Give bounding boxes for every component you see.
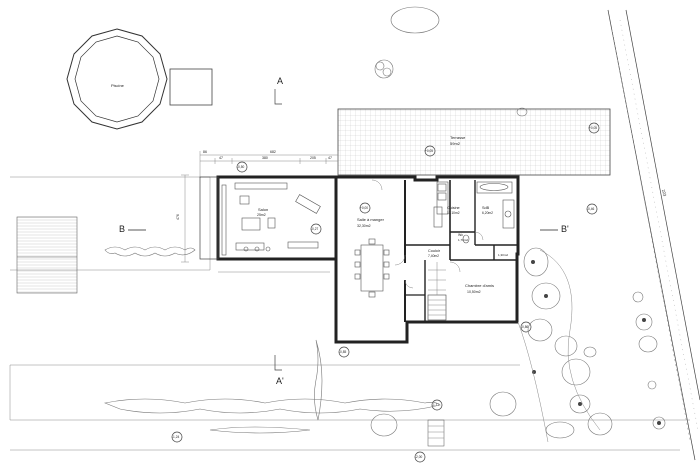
terrace-area: 59m2: [450, 141, 461, 146]
salle-area: 32,30m2: [357, 224, 371, 228]
door-swings: [371, 179, 484, 289]
dim-total: 682: [270, 150, 276, 154]
section-a-bottom: A': [276, 376, 284, 386]
couloir-label: Couloir: [428, 249, 441, 253]
dim-d1: 86: [203, 150, 207, 154]
trees: [370, 6, 666, 439]
road-strip: [607, 9, 700, 461]
terrace-label: Terrasse: [450, 135, 466, 140]
toilet-icon: [462, 234, 470, 244]
level-terrace-east: +0,05: [589, 126, 597, 130]
hedges: [103, 246, 441, 434]
chambre-label: Chambre d'amis: [465, 283, 494, 288]
level-east: -0,46: [587, 207, 594, 211]
kitchen-fixtures: [433, 181, 449, 228]
salon-label: Salon: [258, 207, 268, 212]
chambre-area: 10,50m2: [467, 290, 481, 294]
road-dimension: 223: [661, 189, 668, 197]
level-terrace: +0,05: [425, 149, 433, 153]
level-markers: [171, 122, 600, 463]
dim-d5: 47: [328, 156, 332, 160]
cuisine-area: 11,10m2: [447, 211, 460, 215]
dim-d4: 205: [310, 156, 316, 160]
salle-label: Salle à manger: [357, 217, 385, 222]
level-garden: -0,85: [339, 350, 346, 354]
dim-d2: 47: [219, 156, 223, 160]
level-salle: +0,00: [360, 206, 368, 210]
parking-area: [16, 216, 78, 294]
level-salon: -0,27: [311, 227, 318, 231]
house-walls: [199, 175, 520, 344]
level-west-low: -1,24: [172, 435, 179, 439]
staircase: [427, 262, 447, 321]
dim-side: 476: [176, 214, 180, 220]
salon-area: 25m2: [257, 213, 266, 217]
cuisine-label: Cuisine: [447, 206, 460, 210]
wc-label: Wc: [458, 233, 463, 237]
steps-bottom: [427, 419, 445, 447]
pool-label: Piscine: [111, 83, 125, 88]
level-bottom: -2,00: [415, 455, 422, 459]
dim-d3: 380: [262, 156, 268, 160]
dimension-lines: [181, 151, 339, 273]
section-b-right: B': [561, 224, 569, 234]
swimming-pool: [66, 28, 213, 130]
dining-furniture: [354, 238, 390, 298]
level-south-mid: -1,17: [432, 403, 439, 407]
salon-furniture: [221, 182, 321, 256]
section-b-left: B: [119, 224, 125, 234]
bathroom-fixtures: [476, 181, 515, 229]
placard-area: 1,30m2: [498, 253, 508, 257]
sdb-area: 6,20m2: [482, 211, 493, 215]
terrace: [337, 108, 611, 176]
level-south-se: -0,86: [521, 325, 528, 329]
garden-path: [517, 249, 601, 443]
sdb-label: SdB: [482, 206, 490, 210]
section-a-top: A: [277, 76, 283, 86]
level-salon-west: -0,50: [237, 165, 244, 169]
couloir-area: 7,40m2: [428, 254, 439, 258]
wc-area: 1,70m2: [458, 238, 468, 242]
